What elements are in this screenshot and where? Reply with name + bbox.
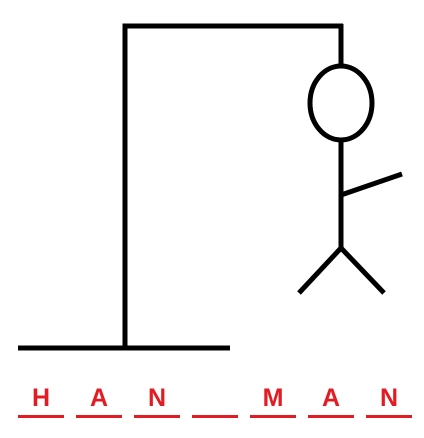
slot-underline — [250, 415, 296, 418]
letter-slot — [192, 384, 238, 424]
slot-underline — [76, 415, 122, 418]
slot-letter: A — [321, 384, 341, 412]
letter-slot: A — [308, 384, 354, 424]
head — [307, 63, 375, 143]
slot-letter: H — [31, 384, 51, 412]
right-arm — [340, 171, 403, 198]
letter-slot: N — [134, 384, 180, 424]
slot-underline — [308, 415, 354, 418]
letter-slot: A — [76, 384, 122, 424]
letter-slot: M — [250, 384, 296, 424]
slot-letter: M — [262, 384, 284, 412]
slot-underline — [18, 415, 64, 418]
slot-letter: N — [147, 384, 167, 412]
slot-underline — [366, 415, 412, 418]
right-leg — [339, 246, 386, 295]
letter-slot: H — [18, 384, 64, 424]
slot-letter: A — [89, 384, 109, 412]
letter-slot: N — [366, 384, 412, 424]
slot-underline — [134, 415, 180, 418]
slot-underline — [192, 415, 238, 418]
left-leg — [297, 246, 343, 295]
slot-letter: N — [379, 384, 399, 412]
